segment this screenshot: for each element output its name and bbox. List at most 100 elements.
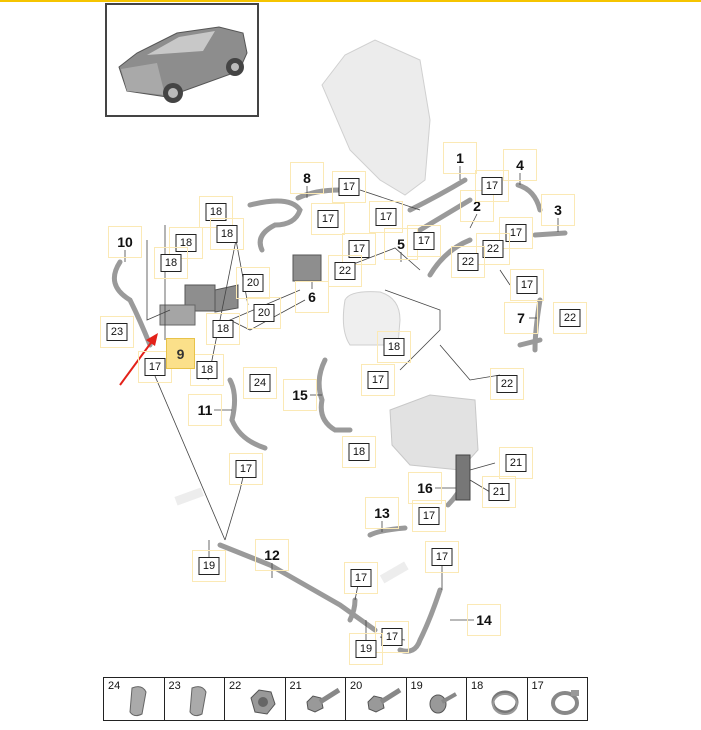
legend-cell-20[interactable]: 20 [346, 678, 407, 720]
part-callout[interactable]: 14 [476, 612, 492, 628]
fastener-callout[interactable]: 21 [488, 483, 510, 501]
fastener-callout[interactable]: 22 [457, 253, 479, 271]
legend-cell-22[interactable]: 22 [225, 678, 286, 720]
hotspot[interactable] [188, 394, 222, 426]
fastener-callout[interactable]: 17 [350, 569, 372, 587]
fastener-callout[interactable]: 18 [212, 320, 234, 338]
fastener-callout[interactable]: 22 [334, 262, 356, 280]
fastener-callout[interactable]: 17 [381, 628, 403, 646]
fastener-callout[interactable]: 21 [505, 454, 527, 472]
part-callout[interactable]: 6 [308, 289, 316, 305]
fastener-callout[interactable]: 18 [348, 443, 370, 461]
hotspot[interactable] [361, 364, 395, 396]
fastener-callout[interactable]: 17 [481, 177, 503, 195]
hotspot[interactable] [482, 476, 516, 508]
fastener-callout[interactable]: 18 [216, 225, 238, 243]
fastener-callout[interactable]: 23 [106, 323, 128, 341]
legend-cell-23[interactable]: 23 [165, 678, 225, 720]
part-callout[interactable]: 4 [516, 157, 524, 173]
hotspot[interactable] [206, 313, 240, 345]
hotspot[interactable] [475, 170, 509, 202]
hotspot[interactable] [342, 233, 376, 265]
fastener-callout[interactable]: 19 [355, 640, 377, 658]
hotspot[interactable] [328, 255, 362, 287]
hotspot[interactable] [295, 281, 329, 313]
hotspot[interactable] [407, 225, 441, 257]
fastener-callout[interactable]: 17 [235, 460, 257, 478]
fastener-callout[interactable]: 20 [242, 274, 264, 292]
fastener-callout[interactable]: 24 [249, 374, 271, 392]
hotspot[interactable] [460, 190, 494, 222]
part-callout[interactable]: 7 [517, 310, 525, 326]
hotspot[interactable] [236, 267, 270, 299]
hotspot[interactable] [342, 436, 376, 468]
fastener-callout[interactable]: 17 [367, 371, 389, 389]
fastener-callout[interactable]: 17 [348, 240, 370, 258]
hotspot[interactable] [467, 604, 501, 636]
hotspot[interactable] [154, 247, 188, 279]
selected-part-callout-9[interactable]: 9 [166, 338, 195, 369]
hotspot[interactable] [192, 550, 226, 582]
part-callout[interactable]: 15 [292, 387, 308, 403]
hotspot[interactable] [190, 354, 224, 386]
hotspot[interactable] [100, 316, 134, 348]
hotspot[interactable] [451, 246, 485, 278]
fastener-callout[interactable]: 17 [338, 178, 360, 196]
fastener-callout[interactable]: 22 [559, 309, 581, 327]
legend-cell-21[interactable]: 21 [286, 678, 346, 720]
legend-cell-24[interactable]: 24 [104, 678, 165, 720]
hotspot[interactable] [344, 562, 378, 594]
fastener-callout[interactable]: 18 [205, 203, 227, 221]
fastener-callout[interactable]: 17 [144, 358, 166, 376]
fastener-callout[interactable]: 22 [496, 375, 518, 393]
hotspot[interactable] [247, 297, 281, 329]
hotspot[interactable] [476, 233, 510, 265]
legend-cell-18[interactable]: 18 [467, 678, 528, 720]
legend-cell-17[interactable]: 17 [528, 678, 588, 720]
hotspot[interactable] [243, 367, 277, 399]
fastener-callout[interactable]: 17 [516, 276, 538, 294]
hotspot[interactable] [510, 269, 544, 301]
vehicle-overview-thumbnail[interactable] [105, 3, 259, 117]
hotspot[interactable] [499, 447, 533, 479]
hotspot[interactable] [169, 227, 203, 259]
fastener-callout[interactable]: 17 [431, 548, 453, 566]
hotspot[interactable] [490, 368, 524, 400]
hotspot[interactable] [365, 497, 399, 529]
hotspot[interactable] [377, 331, 411, 363]
fastener-callout[interactable]: 17 [418, 507, 440, 525]
part-callout[interactable]: 12 [264, 547, 280, 563]
hotspot[interactable] [283, 379, 317, 411]
fastener-callout[interactable]: 17 [375, 208, 397, 226]
part-callout[interactable]: 3 [554, 202, 562, 218]
fastener-callout[interactable]: 22 [482, 240, 504, 258]
part-callout[interactable]: 5 [397, 236, 405, 252]
coolant-valve-9[interactable] [159, 284, 239, 326]
hotspot[interactable] [210, 218, 244, 250]
part-callout[interactable]: 1 [456, 150, 464, 166]
hotspot[interactable] [408, 472, 442, 504]
hotspot[interactable] [504, 302, 538, 334]
part-callout[interactable]: 11 [197, 402, 213, 418]
hotspot[interactable] [349, 633, 383, 665]
fastener-callout[interactable]: 19 [198, 557, 220, 575]
part-callout[interactable]: 13 [374, 505, 390, 521]
fastener-callout[interactable]: 18 [196, 361, 218, 379]
hotspot[interactable] [369, 201, 403, 233]
part-callout[interactable]: 10 [117, 234, 133, 250]
hotspot[interactable] [553, 302, 587, 334]
fastener-callout[interactable]: 20 [253, 304, 275, 322]
part-callout[interactable]: 2 [473, 198, 481, 214]
fastener-callout[interactable]: 17 [317, 210, 339, 228]
hotspot[interactable] [503, 149, 537, 181]
hotspot[interactable] [255, 539, 289, 571]
fastener-callout[interactable]: 18 [383, 338, 405, 356]
hotspot[interactable] [541, 194, 575, 226]
hotspot[interactable] [199, 196, 233, 228]
fastener-callout[interactable]: 17 [413, 232, 435, 250]
legend-cell-19[interactable]: 19 [407, 678, 467, 720]
hotspot[interactable] [332, 171, 366, 203]
hotspot[interactable] [443, 142, 477, 174]
hotspot[interactable] [425, 541, 459, 573]
hotspot[interactable] [290, 162, 324, 194]
